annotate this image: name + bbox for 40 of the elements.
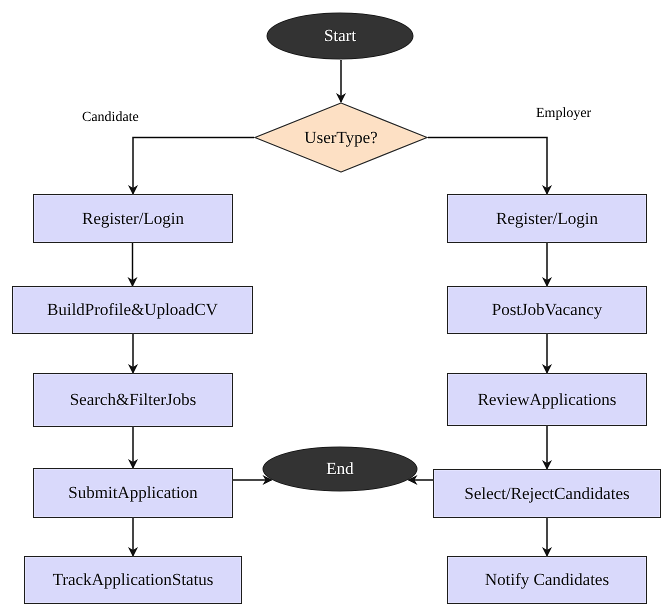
arrow bbox=[128, 427, 138, 469]
node-label: Register/Login bbox=[82, 208, 184, 228]
process-box bbox=[433, 469, 661, 518]
process-box bbox=[447, 556, 647, 604]
process-box bbox=[447, 373, 647, 426]
node-label: TrackApplicationStatus bbox=[52, 570, 214, 590]
process-box bbox=[33, 373, 233, 427]
arrow bbox=[542, 334, 552, 374]
arrow bbox=[542, 243, 552, 287]
node-label: End bbox=[326, 459, 354, 479]
arrow bbox=[128, 334, 138, 374]
node-label: SubmitApplication bbox=[68, 483, 198, 503]
edge-label: Employer bbox=[536, 106, 592, 122]
arrow bbox=[128, 518, 138, 557]
process-box bbox=[33, 468, 233, 518]
arrow bbox=[128, 243, 138, 287]
arrow bbox=[408, 475, 433, 485]
arrow bbox=[233, 475, 272, 485]
terminal-ellipse bbox=[266, 12, 414, 60]
terminal-ellipse bbox=[262, 446, 418, 492]
node-label: Select/RejectCandidates bbox=[464, 484, 630, 504]
node-label: Search&FilterJobs bbox=[70, 390, 196, 410]
process-box bbox=[447, 286, 647, 334]
arrow bbox=[336, 60, 346, 103]
arrow bbox=[128, 136, 254, 195]
node-label: BuildProfile&UploadCV bbox=[47, 300, 218, 320]
node-label: Notify Candidates bbox=[484, 570, 610, 590]
arrow bbox=[428, 136, 552, 195]
node-label: ReviewApplications bbox=[478, 390, 616, 410]
node-label: Register/Login bbox=[496, 208, 598, 228]
node-label: Start bbox=[324, 26, 356, 46]
process-box bbox=[24, 556, 242, 604]
process-box bbox=[12, 286, 253, 334]
node-label: UserType? bbox=[304, 128, 378, 148]
node-label: PostJobVacancy bbox=[492, 300, 602, 320]
decision-diamond bbox=[254, 102, 428, 173]
arrow bbox=[542, 426, 552, 470]
arrow bbox=[542, 518, 552, 557]
process-box bbox=[447, 194, 647, 243]
process-box bbox=[33, 194, 233, 243]
